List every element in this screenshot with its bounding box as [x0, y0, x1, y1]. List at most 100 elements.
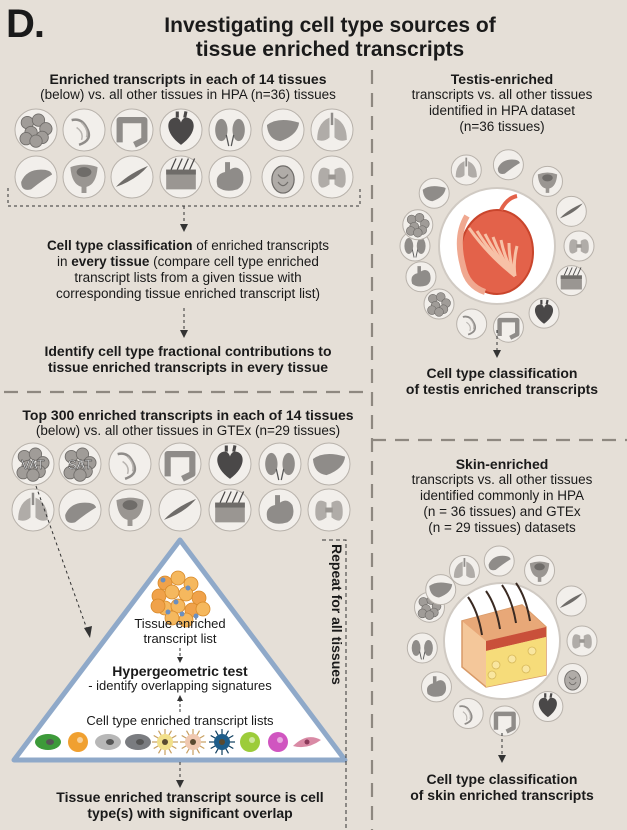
hypergeometric-title: Hypergeometric test	[112, 663, 248, 679]
green-cell-icon	[35, 734, 61, 750]
testis-heading: Testis-enriched	[378, 71, 626, 87]
gray-cell-icon	[95, 734, 121, 750]
testis-line4: (n=36 tissues)	[378, 119, 626, 135]
heart-icon	[160, 109, 202, 151]
thyroid-icon	[308, 489, 350, 531]
gtex-header: Top 300 enriched transcripts in each of …	[8, 407, 368, 439]
colon-icon	[490, 706, 520, 736]
title-line-1: Investigating cell type sources of	[90, 14, 570, 38]
colon-icon	[159, 443, 201, 485]
cluster-blue-dot	[161, 578, 166, 583]
liver-icon	[262, 109, 304, 151]
skin-arrowhead	[498, 755, 506, 763]
hpa-step1-line2-pre: in	[57, 254, 71, 269]
breast-icon	[63, 109, 105, 151]
stomach-icon	[259, 489, 301, 531]
heart-icon	[529, 298, 559, 328]
muscle-icon	[159, 489, 201, 531]
bladder-icon	[63, 156, 105, 198]
gtex-result: Tissue enriched transcript source is cel…	[20, 789, 360, 821]
muscle-icon	[111, 156, 153, 198]
colon-icon	[493, 312, 523, 342]
skin-heading: Skin-enriched	[378, 456, 626, 472]
lung-icon	[451, 155, 481, 185]
dark-cell-icon	[125, 734, 151, 750]
gtex-result-line2: type(s) with significant overlap	[20, 805, 360, 821]
skin-icon	[556, 266, 586, 296]
skin-line2: transcripts vs. all other tissues	[378, 472, 626, 488]
thyroid-icon	[311, 156, 353, 198]
testis-line2: transcripts vs. all other tissues	[378, 87, 626, 103]
tissue-list-line1: Tissue enriched	[134, 616, 225, 631]
hpa-step1-text: of enriched transcripts	[193, 238, 330, 253]
orange-cell-icon	[68, 732, 88, 752]
breast-icon-circle	[457, 309, 487, 339]
thyroid-icon	[567, 626, 597, 656]
orange-cell-cluster-dot	[165, 585, 179, 599]
skin-result-line2: of skin enriched transcripts	[378, 787, 626, 803]
kidney-icon	[259, 443, 301, 485]
orange-cell-cluster-dot	[151, 599, 165, 613]
gtex-result-arrowhead	[176, 780, 184, 788]
pancreas-icon	[493, 150, 523, 180]
muscle-icon	[556, 196, 586, 226]
bladder-icon	[525, 555, 555, 585]
skin-result: Cell type classification of skin enriche…	[378, 771, 626, 803]
lung-icon	[449, 555, 479, 585]
cluster-blue-dot	[166, 610, 171, 615]
testis-header: Testis-enriched transcripts vs. all othe…	[378, 71, 626, 135]
repeat-label: Repeat for all tissues	[329, 544, 345, 685]
page-title: Investigating cell type sources of tissu…	[90, 14, 570, 62]
orange-cell-cluster-dot	[171, 571, 185, 585]
hpa-step1-line4: corresponding tissue enriched transcript…	[8, 286, 368, 302]
hpa-arrowhead-2	[180, 330, 188, 338]
gtex-result-line1: Tissue enriched transcript source is cel…	[20, 789, 360, 805]
bladder-icon	[109, 489, 151, 531]
pancreas-icon	[15, 156, 57, 198]
liver-icon	[419, 178, 449, 208]
hpa-step-classification: Cell type classification of enriched tra…	[8, 238, 368, 302]
panel-letter: D.	[6, 2, 44, 47]
vat-label: VAT	[21, 457, 44, 472]
hpa-subheading: (below) vs. all other tissues in HPA (n=…	[8, 87, 368, 103]
hpa-step-fraction: Identify cell type fractional contributi…	[8, 343, 368, 375]
liver-icon	[308, 443, 350, 485]
skin-line4: (n = 36 tissues) and GTEx	[378, 504, 626, 520]
pancreas-icon	[484, 546, 514, 576]
liver-icon	[426, 575, 456, 605]
hpa-step2-line2: tissue enriched transcripts in every tis…	[8, 359, 368, 375]
testis-result-line2: of testis enriched transcripts	[378, 381, 626, 397]
breast-icon-circle	[453, 699, 483, 729]
gtex-heading: Top 300 enriched transcripts in each of …	[8, 407, 368, 423]
cluster-blue-dot	[186, 586, 191, 591]
title-line-2: tissue enriched transcripts	[90, 38, 570, 62]
gtex-arrowhead-to-triangle	[84, 626, 92, 638]
colon-icon	[111, 109, 153, 151]
skin-icon	[209, 489, 251, 531]
breast-icon	[453, 699, 483, 729]
muscle-icon	[556, 586, 586, 616]
stomach-icon	[209, 156, 251, 198]
skin-result-line1: Cell type classification	[378, 771, 626, 787]
testis-arrowhead	[493, 350, 501, 358]
breast-icon-circle	[109, 443, 151, 485]
thyroid-icon	[564, 231, 594, 261]
kidney-icon	[209, 109, 251, 151]
hpa-heading: Enriched transcripts in each of 14 tissu…	[8, 71, 368, 87]
breast-icon-circle	[63, 109, 105, 151]
hpa-header: Enriched transcripts in each of 14 tissu…	[8, 71, 368, 103]
testis-icon	[262, 156, 304, 198]
heart-icon	[533, 692, 563, 722]
lime-cell-icon	[240, 732, 260, 752]
gtex-subheading: (below) vs. all other tissues in GTEx (n…	[8, 423, 368, 439]
cluster-blue-dot	[174, 600, 179, 605]
testis-result: Cell type classification of testis enric…	[378, 365, 626, 397]
hpa-step1-bold: Cell type classification	[47, 238, 193, 253]
adipose-icon	[424, 289, 454, 319]
hpa-step2-line1: Identify cell type fractional contributi…	[8, 343, 368, 359]
kidney-icon	[407, 633, 437, 663]
skin-header: Skin-enriched transcripts vs. all other …	[378, 456, 626, 536]
skin-icon	[160, 156, 202, 198]
heart-icon	[209, 443, 251, 485]
breast-icon	[109, 443, 151, 485]
